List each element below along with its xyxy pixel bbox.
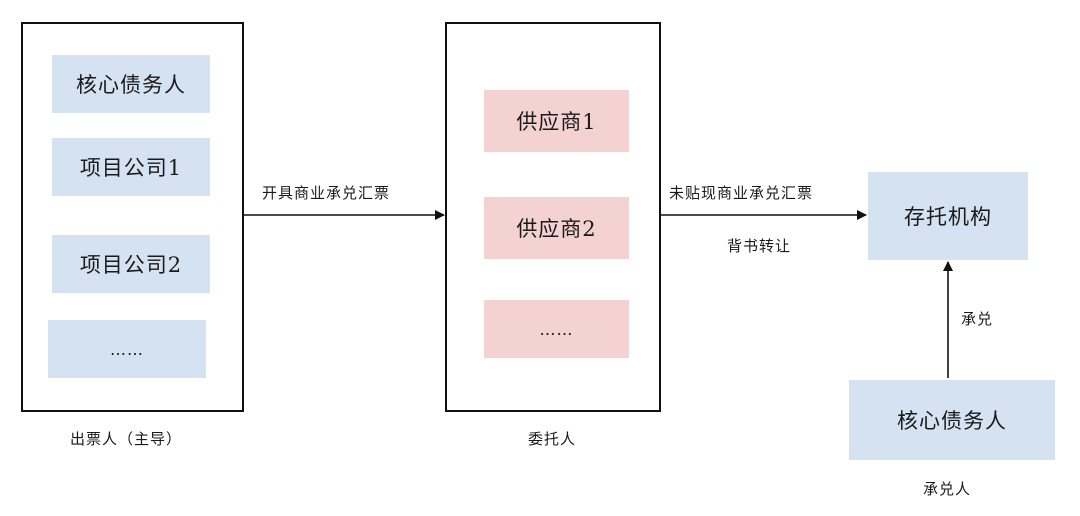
issuer-item-core-debtor: 核心债务人 bbox=[52, 55, 210, 113]
supplier-2: 供应商2 bbox=[484, 197, 629, 259]
depository-box: 存托机构 bbox=[868, 172, 1028, 260]
principal-caption: 委托人 bbox=[528, 430, 577, 448]
acceptor-box: 核心债务人 bbox=[849, 380, 1055, 460]
accept-arrow-label: 承兑 bbox=[961, 310, 994, 328]
issuer-caption: 出票人（主导） bbox=[70, 430, 183, 448]
issuer-item-project-company-2: 项目公司2 bbox=[52, 235, 210, 293]
issuer-item-project-company-1: 项目公司1 bbox=[52, 138, 210, 196]
issuer-item-more: …… bbox=[48, 320, 206, 378]
issue-arrow-label: 开具商业承兑汇票 bbox=[262, 184, 391, 202]
transfer-arrow-label-top: 未贴现商业承兑汇票 bbox=[669, 184, 814, 202]
supplier-more: …… bbox=[484, 300, 629, 358]
acceptor-caption: 承兑人 bbox=[923, 480, 972, 498]
supplier-1: 供应商1 bbox=[484, 90, 629, 152]
transfer-arrow-label-bottom: 背书转让 bbox=[727, 237, 792, 255]
